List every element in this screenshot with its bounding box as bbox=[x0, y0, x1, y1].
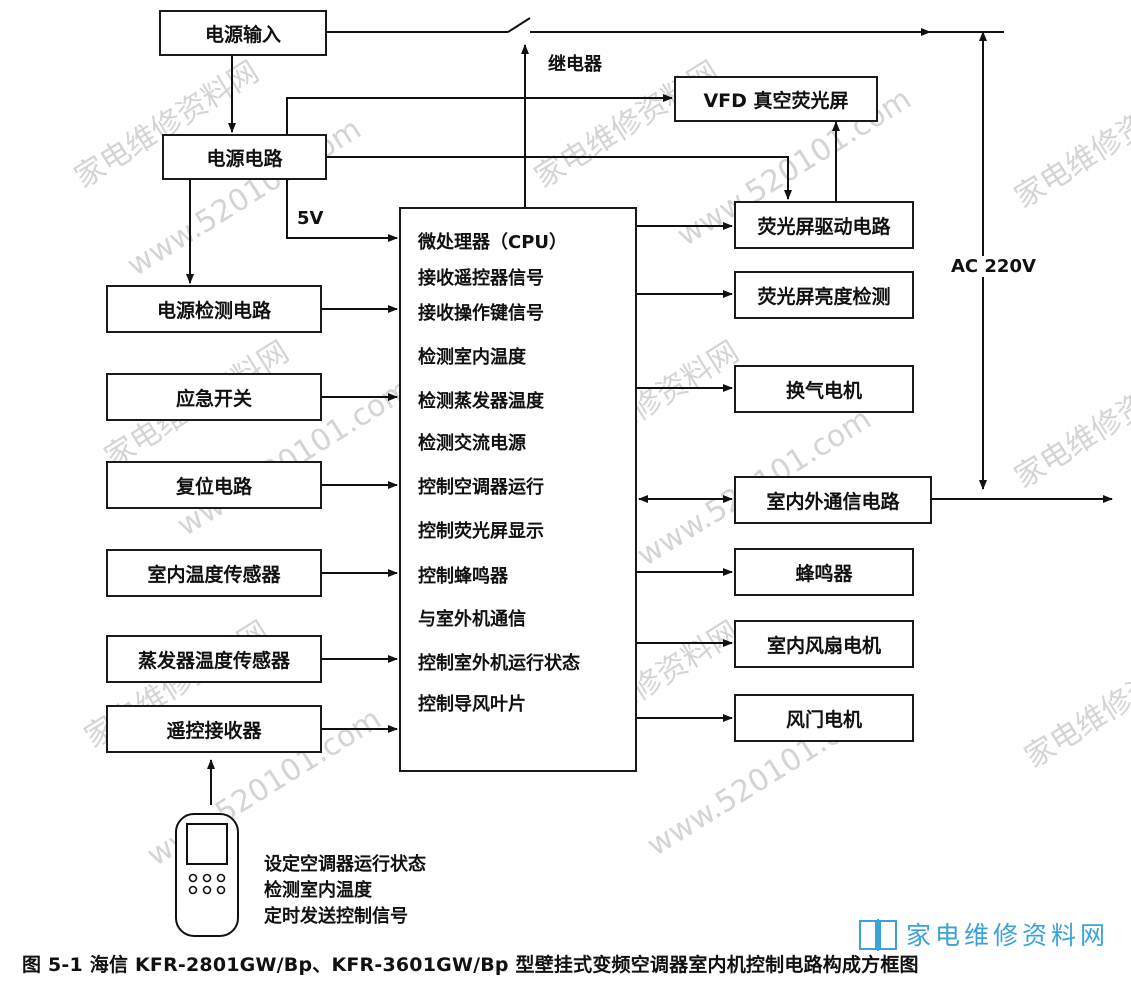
cpu-line: 控制荧光屏显示 bbox=[418, 521, 544, 542]
cpu-line: 控制空调器运行 bbox=[418, 477, 544, 498]
relay-label: 继电器 bbox=[548, 54, 602, 75]
ac-220v-label: AC 220V bbox=[949, 256, 1038, 277]
site-logo-text: 家电维修资料网 bbox=[906, 921, 1110, 950]
cpu-line: 接收操作键信号 bbox=[418, 303, 544, 324]
remote-function-line: 定时发送控制信号 bbox=[264, 906, 408, 927]
indoor-temp-sensor-block: 室内温度传感器 bbox=[106, 549, 322, 597]
vent-motor-block: 换气电机 bbox=[734, 365, 914, 413]
cpu-line: 接收遥控器信号 bbox=[418, 268, 544, 289]
evaporator-temp-sensor-block: 蒸发器温度传感器 bbox=[106, 635, 322, 683]
reset-circuit-block: 复位电路 bbox=[106, 461, 322, 509]
cpu-line: 微处理器（CPU） bbox=[418, 232, 568, 253]
figure-caption: 图 5-1 海信 KFR-2801GW/Bp、KFR-3601GW/Bp 型壁挂… bbox=[22, 954, 919, 976]
cpu-line: 控制蜂鸣器 bbox=[418, 566, 508, 587]
remote-functions: 设定空调器运行状态 检测室内温度 定时发送控制信号 bbox=[264, 852, 426, 930]
damper-motor-block: 风门电机 bbox=[734, 694, 914, 742]
power-input-block: 电源输入 bbox=[159, 10, 327, 56]
cpu-line: 控制室外机运行状态 bbox=[418, 653, 580, 674]
cpu-line: 与室外机通信 bbox=[418, 609, 526, 630]
cpu-block bbox=[399, 207, 637, 772]
remote-function-line: 设定空调器运行状态 bbox=[264, 854, 426, 875]
remote-function-line: 检测室内温度 bbox=[264, 880, 372, 901]
book-icon bbox=[859, 919, 897, 951]
buzzer-block: 蜂鸣器 bbox=[734, 548, 914, 596]
five-volt-label: 5V bbox=[297, 208, 324, 229]
vfd-screen-block: VFD 真空荧光屏 bbox=[674, 76, 878, 122]
site-logo: 家电维修资料网 bbox=[858, 916, 1109, 952]
comm-circuit-block: 室内外通信电路 bbox=[734, 476, 932, 524]
cpu-line: 检测室内温度 bbox=[418, 347, 526, 368]
remote-receiver-block: 遥控接收器 bbox=[106, 705, 322, 753]
vfd-brightness-block: 荧光屏亮度检测 bbox=[734, 271, 914, 319]
cpu-line: 控制导风叶片 bbox=[418, 694, 526, 715]
indoor-fan-motor-block: 室内风扇电机 bbox=[734, 620, 914, 668]
cpu-line: 检测交流电源 bbox=[418, 433, 526, 454]
vfd-driver-block: 荧光屏驱动电路 bbox=[734, 201, 914, 249]
emergency-switch-block: 应急开关 bbox=[106, 373, 322, 421]
power-circuit-block: 电源电路 bbox=[162, 134, 327, 180]
remote-control-icon bbox=[175, 813, 239, 937]
power-detect-block: 电源检测电路 bbox=[106, 285, 322, 333]
cpu-line: 检测蒸发器温度 bbox=[418, 391, 544, 412]
